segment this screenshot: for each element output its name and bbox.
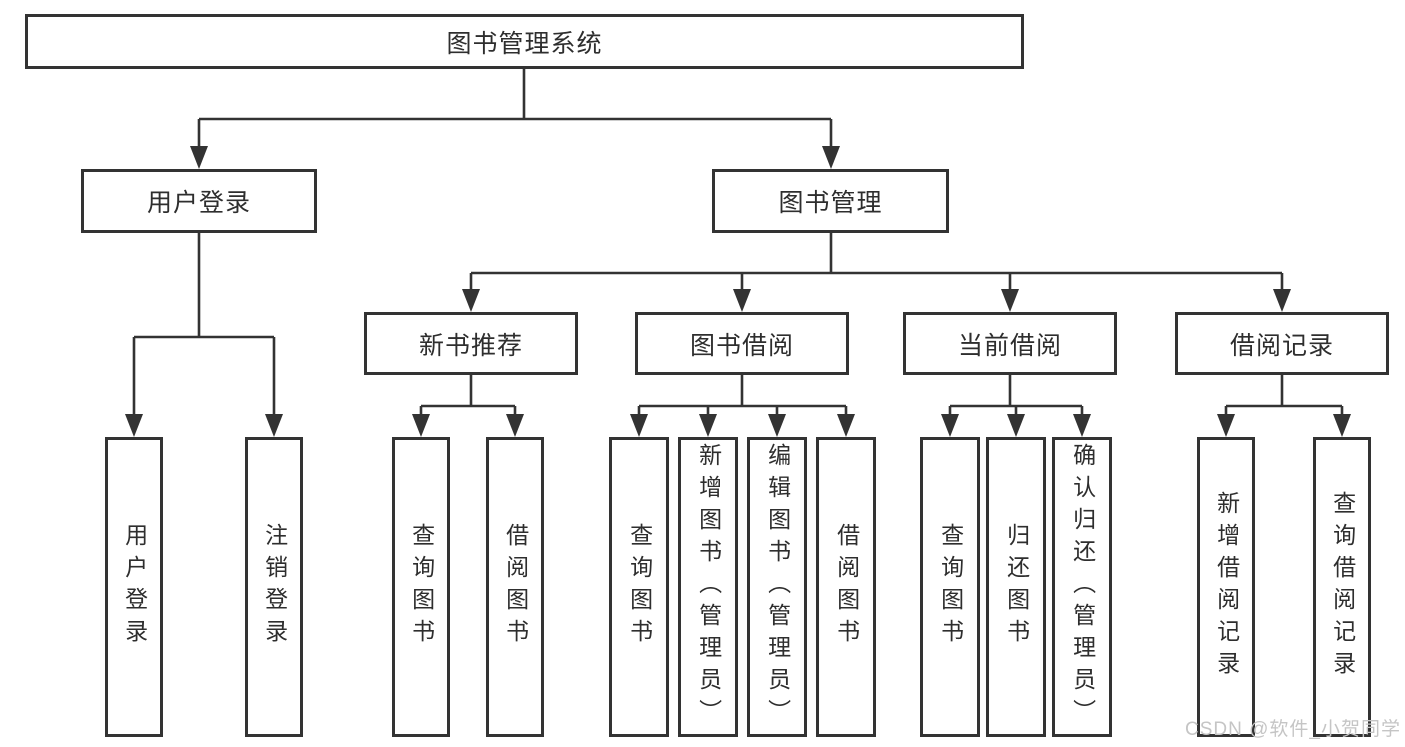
node-user-login: 用户登录 [81,169,317,233]
leaf-records-query: 查询借阅记录 [1313,437,1371,737]
leaf-records-query-label: 查询借阅记录 [1329,491,1356,683]
node-current-borrow-label: 当前借阅 [957,331,1062,360]
leaf-newbooks-query: 查询图书 [392,437,450,737]
connector-book-management-to-modules [462,232,1291,312]
node-book-borrow-label: 图书借阅 [689,331,794,360]
leaf-borrow-edit-admin-label: 编辑图书（管理员） [764,443,791,731]
leaf-current-return: 归还图书 [986,437,1046,737]
node-borrow-records-label: 借阅记录 [1229,331,1334,360]
connector-book-borrow-to-leaves [630,375,855,437]
connector-user-login-to-leaves [125,232,283,437]
leaf-records-add: 新增借阅记录 [1197,437,1255,737]
node-new-book-recommend: 新书推荐 [364,312,578,375]
leaf-user-login: 用户登录 [105,437,163,737]
leaf-newbooks-borrow: 借阅图书 [486,437,544,737]
leaf-user-login-label: 用户登录 [121,523,148,651]
leaf-logout-login: 注销登录 [245,437,303,737]
leaf-current-confirm-return-admin-label: 确认归还（管理员） [1069,443,1096,731]
leaf-borrow-query-label: 查询图书 [626,523,653,651]
leaf-current-query: 查询图书 [920,437,980,737]
node-root: 图书管理系统 [25,14,1024,69]
connector-new-books-to-leaves [412,375,524,437]
leaf-borrow-borrow-label: 借阅图书 [833,523,860,651]
leaf-records-add-label: 新增借阅记录 [1213,491,1240,683]
leaf-current-return-label: 归还图书 [1003,523,1030,651]
leaf-newbooks-query-label: 查询图书 [408,523,435,651]
leaf-borrow-borrow: 借阅图书 [816,437,876,737]
connector-current-borrow-to-leaves [941,375,1091,437]
node-borrow-records: 借阅记录 [1175,312,1389,375]
connector-borrow-records-to-leaves [1217,375,1351,437]
leaf-borrow-add-admin-label: 新增图书（管理员） [695,443,722,731]
node-root-label: 图书管理系统 [446,29,603,58]
node-book-management-label: 图书管理 [778,189,883,217]
node-new-book-recommend-label: 新书推荐 [418,331,523,360]
leaf-newbooks-borrow-label: 借阅图书 [502,523,529,651]
node-book-borrow: 图书借阅 [635,312,849,375]
leaf-current-query-label: 查询图书 [937,523,964,651]
leaf-logout-login-label: 注销登录 [261,523,288,651]
node-book-management: 图书管理 [712,169,949,233]
connector-root-to-branches [190,66,840,169]
node-current-borrow: 当前借阅 [903,312,1117,375]
node-user-login-label: 用户登录 [146,189,251,217]
leaf-borrow-query: 查询图书 [609,437,669,737]
leaf-borrow-edit-admin: 编辑图书（管理员） [747,437,807,737]
csdn-watermark: CSDN @软件_小贺同学 [1185,719,1401,740]
leaf-borrow-add-admin: 新增图书（管理员） [678,437,738,737]
leaf-current-confirm-return-admin: 确认归还（管理员） [1052,437,1112,737]
